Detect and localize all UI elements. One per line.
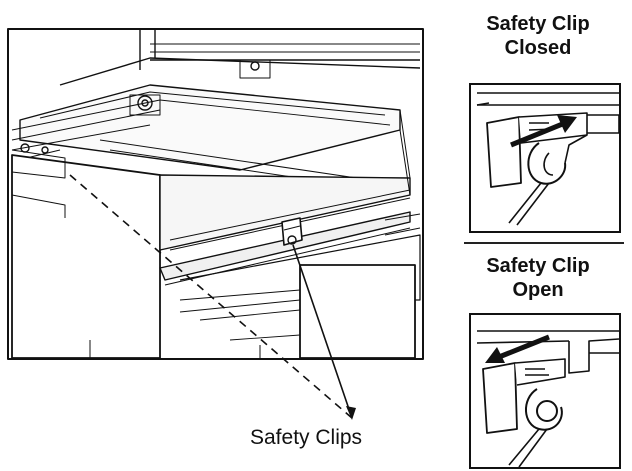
safety-clip-open-panel bbox=[469, 313, 621, 469]
open-heading-line1: Safety Clip bbox=[486, 255, 590, 277]
illustration-frame bbox=[7, 28, 424, 360]
open-heading-line2: Open bbox=[512, 279, 564, 301]
panel-divider bbox=[464, 242, 624, 244]
closed-heading-line2: Closed bbox=[504, 37, 572, 59]
safety-clip-closed-panel bbox=[469, 83, 621, 233]
arrow-right-icon bbox=[510, 115, 577, 148]
safety-clip-main bbox=[281, 217, 303, 246]
drawer-front-left bbox=[11, 154, 161, 359]
closed-heading-line1: Safety Clip bbox=[486, 13, 590, 35]
clip-open-body bbox=[482, 362, 518, 434]
arrow-left-icon bbox=[485, 334, 550, 363]
leader-line-solid bbox=[292, 244, 353, 419]
lower-drawer-front bbox=[299, 264, 416, 359]
clip-closed-body bbox=[486, 116, 522, 188]
leader-line-dashed bbox=[69, 174, 353, 419]
safety-clips-callout: Safety Clips bbox=[250, 426, 363, 449]
